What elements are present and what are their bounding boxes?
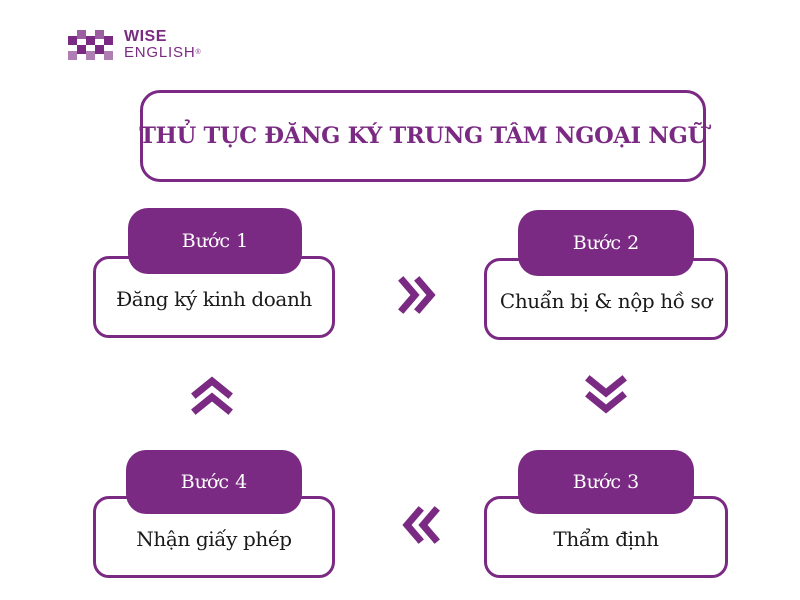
step-4-label-pill: Bước 4	[126, 450, 302, 514]
double-chevron-left-icon	[402, 506, 440, 544]
logo-wordmark-bottom: ENGLISH®	[124, 45, 201, 61]
checker-logo-icon	[68, 30, 113, 60]
step-2-text: Chuẩn bị & nộp hồ sơ	[499, 289, 713, 313]
double-chevron-up-icon	[191, 376, 233, 415]
step-2-label-pill: Bước 2	[518, 210, 694, 276]
step-3-label-pill: Bước 3	[518, 450, 694, 514]
step-3-text: Thẩm định	[553, 527, 659, 551]
step-4-label: Bước 4	[180, 471, 248, 493]
wise-english-logo: WISE ENGLISH®	[68, 28, 218, 64]
page-title: THỦ TỤC ĐĂNG KÝ TRUNG TÂM NGOẠI NGỮ	[139, 123, 707, 149]
logo-wordmark-top: WISE	[124, 28, 167, 45]
double-chevron-down-icon	[585, 375, 627, 414]
title-box: THỦ TỤC ĐĂNG KÝ TRUNG TÂM NGOẠI NGỮ	[139, 90, 707, 182]
double-chevron-right-icon	[398, 276, 436, 314]
step-4-text: Nhận giấy phép	[136, 527, 292, 551]
step-1-text: Đăng ký kinh doanh	[116, 287, 312, 311]
logo-wordmark-english: ENGLISH	[124, 44, 196, 61]
registered-mark: ®	[195, 49, 202, 56]
step-2-label: Bước 2	[572, 232, 640, 254]
step-1-label: Bước 1	[181, 230, 249, 252]
step-1-label-pill: Bước 1	[128, 208, 302, 274]
step-3-label: Bước 3	[572, 471, 640, 493]
